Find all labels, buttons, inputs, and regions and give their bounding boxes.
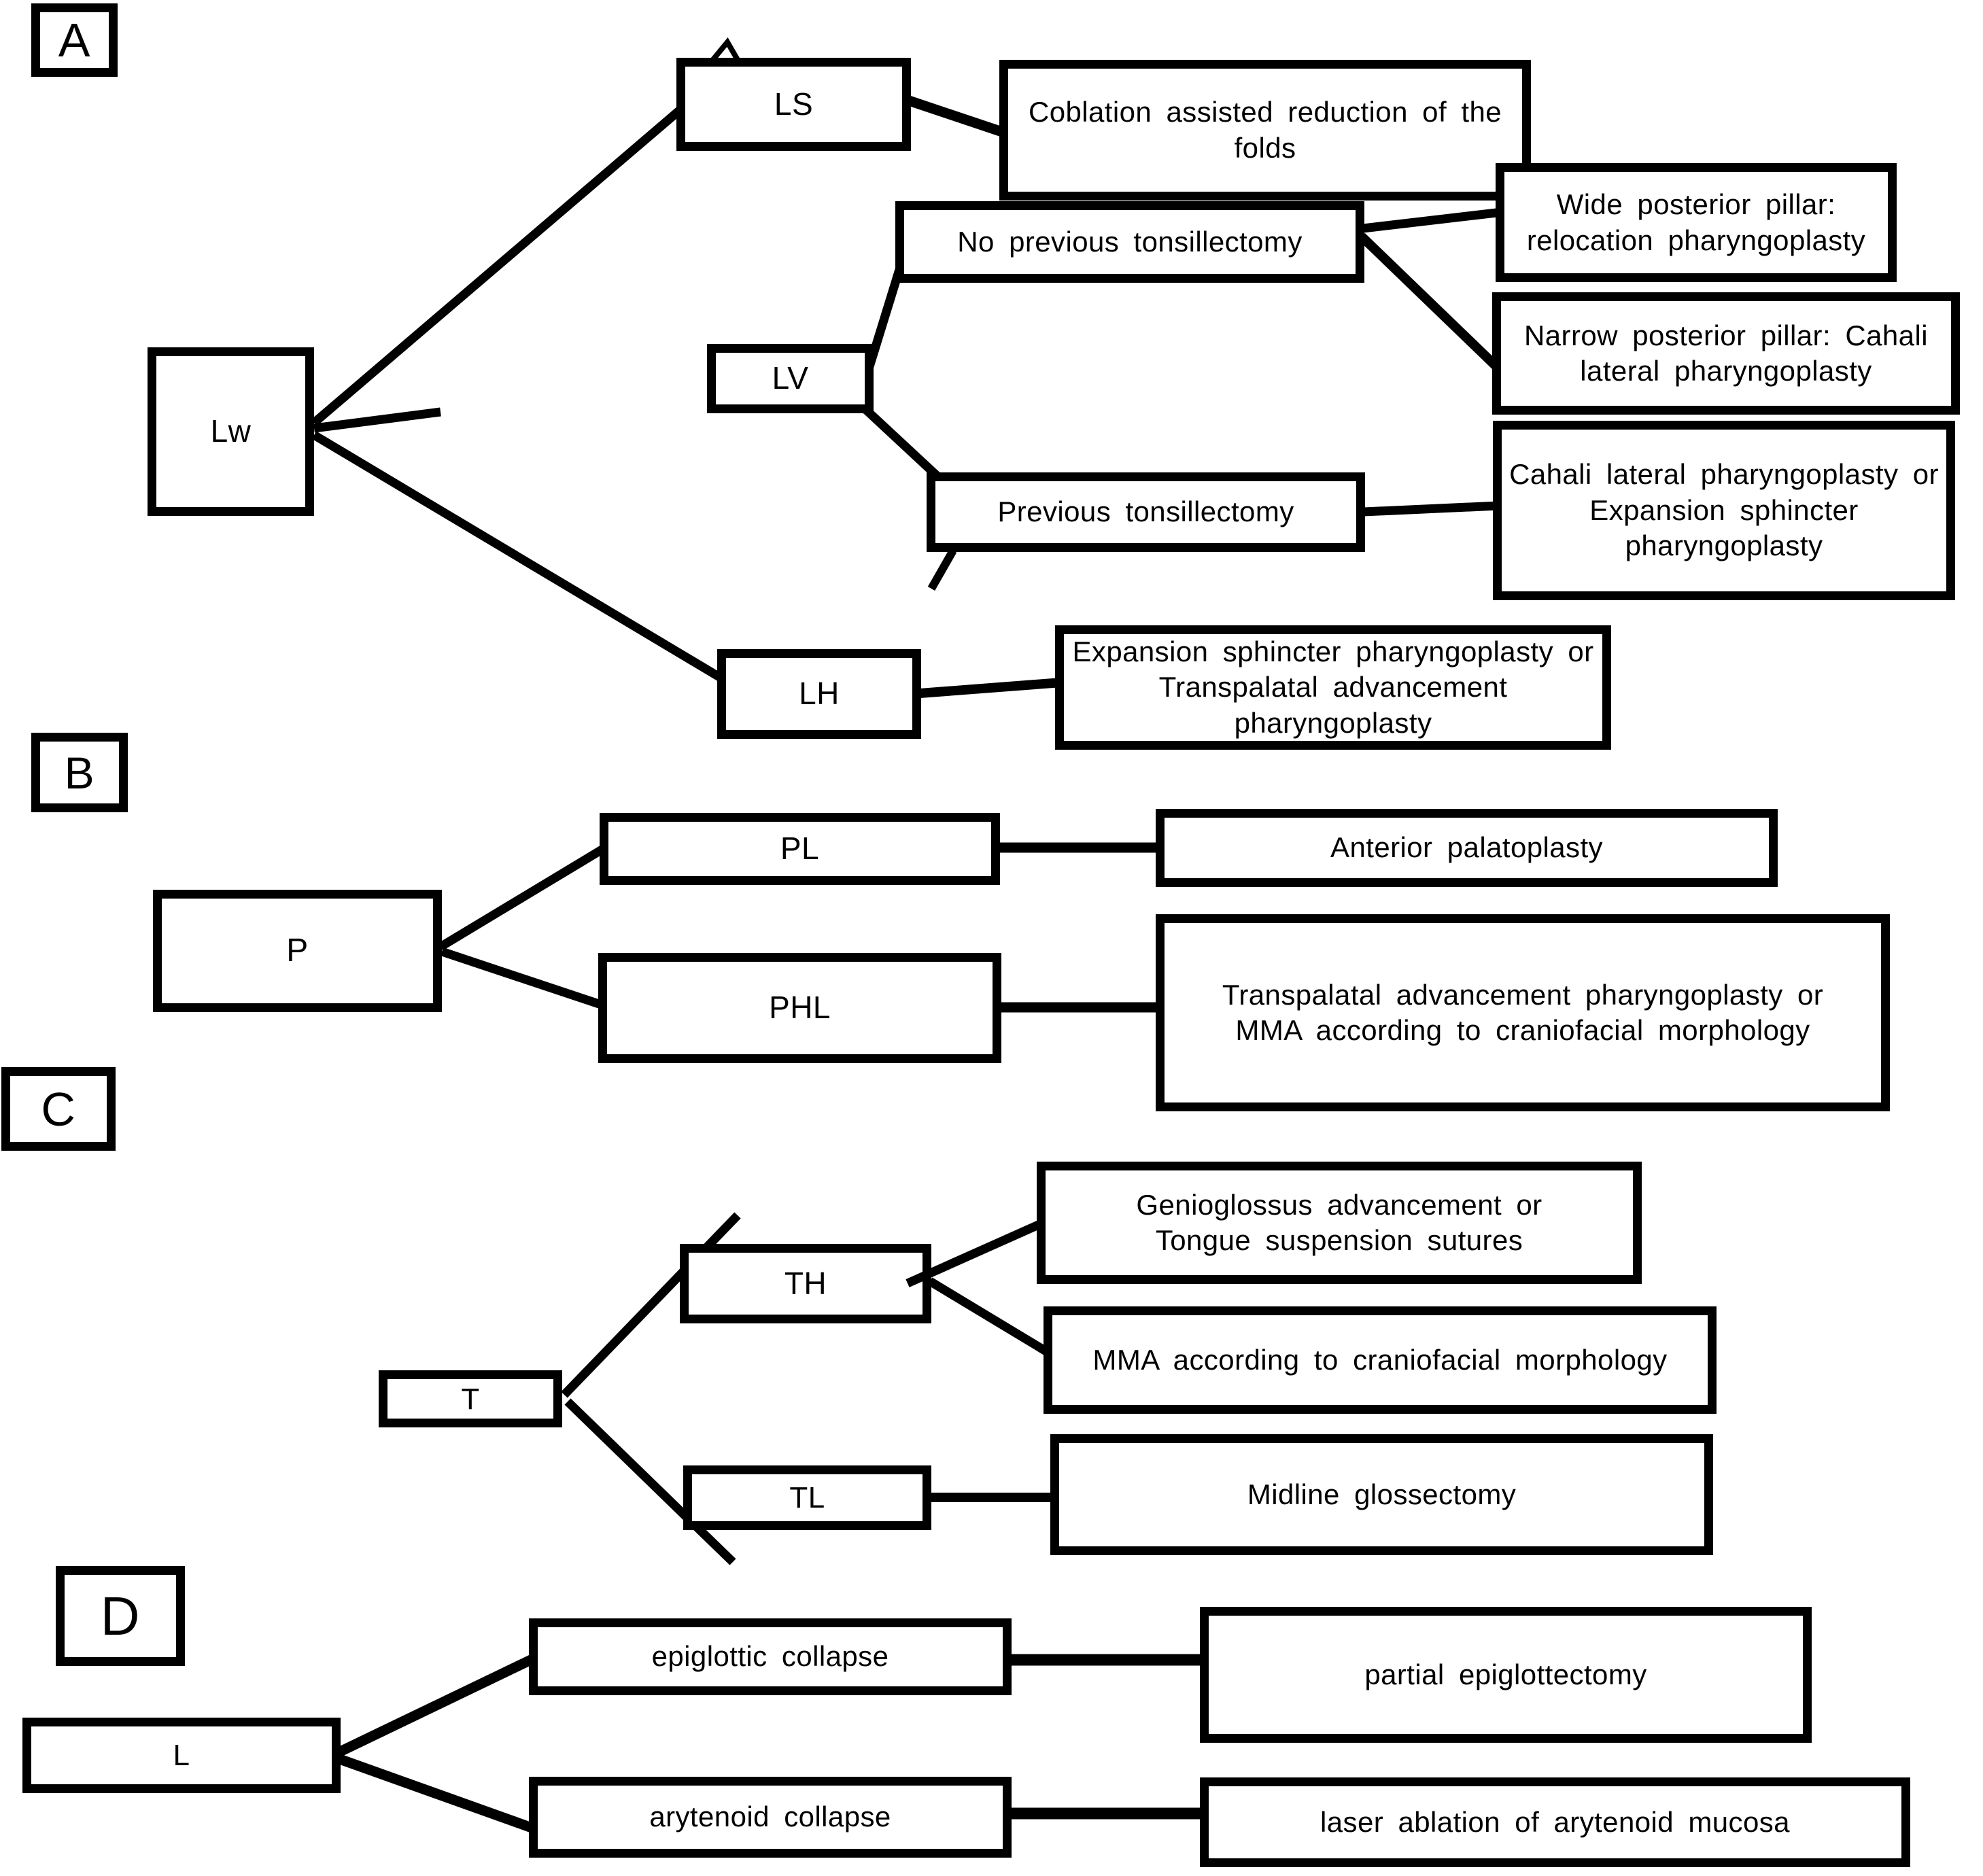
node-tl: TL bbox=[683, 1465, 931, 1530]
node-narrow-posterior-pillar: Narrow posterior pillar: Cahali lateral … bbox=[1492, 292, 1960, 415]
node-partial-epiglottectomy: partial epiglottectomy bbox=[1200, 1607, 1812, 1743]
edge-lw-lv bbox=[313, 407, 441, 433]
node-pl-label: PL bbox=[780, 831, 820, 867]
node-arytenoid-collapse-text: arytenoid collapse bbox=[649, 1801, 891, 1833]
edge-noprev-wide bbox=[1362, 207, 1503, 233]
node-prev-text: Previous tonsillectomy bbox=[997, 496, 1294, 528]
node-l-label: L bbox=[173, 1739, 190, 1772]
edge-lh-expansion bbox=[919, 678, 1063, 698]
node-th-label: TH bbox=[784, 1265, 827, 1301]
edge-prev-cahali bbox=[1363, 501, 1500, 517]
node-laser-ablation-text: laser ablation of arytenoid mucosa bbox=[1320, 1805, 1790, 1838]
tick-above-ls bbox=[706, 37, 740, 67]
node-mma-craniofacial: MMA according to craniofacial morphology bbox=[1044, 1306, 1717, 1414]
node-tl-label: TL bbox=[789, 1481, 825, 1514]
node-th: TH bbox=[680, 1244, 931, 1323]
node-cahali-or-expansion: Cahali lateral pharyngoplasty or Expansi… bbox=[1493, 421, 1955, 600]
node-phl-label: PHL bbox=[769, 990, 831, 1026]
node-lw-label: Lw bbox=[210, 413, 252, 449]
edge-noprev-narrow bbox=[1358, 232, 1500, 371]
tick-below-prev bbox=[927, 549, 957, 591]
node-transpalatal-or-mma: Transpalatal advancement pharyngoplasty … bbox=[1156, 914, 1890, 1111]
node-genioglossus-or-suspension: Genioglossus advancement or Tongue suspe… bbox=[1037, 1162, 1642, 1284]
panel-d-label: D bbox=[56, 1566, 185, 1666]
node-lw: Lw bbox=[148, 347, 314, 516]
edge-p-pl bbox=[438, 843, 609, 951]
node-lh: LH bbox=[717, 649, 921, 739]
node-ls-label: LS bbox=[774, 86, 814, 122]
node-laser-ablation: laser ablation of arytenoid mucosa bbox=[1200, 1777, 1910, 1867]
edge-l-epiglottic bbox=[333, 1654, 536, 1758]
node-mma-craniofacial-text: MMA according to craniofacial morphology bbox=[1092, 1343, 1668, 1376]
node-coblation-text: Coblation assisted reduction of the fold… bbox=[1028, 96, 1502, 164]
panel-c-label: C bbox=[1, 1067, 116, 1151]
node-wide-posterior-pillar: Wide posterior pillar: relocation pharyn… bbox=[1496, 163, 1897, 282]
panel-a-letter: A bbox=[58, 14, 91, 67]
node-lv: LV bbox=[707, 344, 874, 413]
edge-l-arytenoid bbox=[334, 1752, 536, 1834]
node-midline-glossectomy-text: Midline glossectomy bbox=[1247, 1478, 1517, 1510]
node-ls: LS bbox=[676, 58, 911, 151]
node-midline-glossectomy: Midline glossectomy bbox=[1050, 1434, 1713, 1555]
node-genioglossus-text: Genioglossus advancement or Tongue suspe… bbox=[1136, 1188, 1542, 1257]
node-narrow-pillar-text: Narrow posterior pillar: Cahali lateral … bbox=[1524, 319, 1928, 387]
node-phl: PHL bbox=[598, 953, 1001, 1063]
node-arytenoid-collapse: arytenoid collapse bbox=[529, 1777, 1012, 1858]
node-wide-pillar-text: Wide posterior pillar: relocation pharyn… bbox=[1526, 188, 1866, 256]
node-no-prev-text: No previous tonsillectomy bbox=[957, 225, 1303, 258]
node-coblation-reduction: Coblation assisted reduction of the fold… bbox=[999, 60, 1531, 201]
edge-ls-coblation bbox=[907, 95, 1008, 139]
node-l: L bbox=[22, 1718, 341, 1793]
edge-lw-lh bbox=[311, 431, 744, 694]
node-expansion-or-transpalatal-text: Expansion sphincter pharyngoplasty or Tr… bbox=[1072, 635, 1594, 739]
node-t-label: T bbox=[461, 1382, 480, 1416]
edge-lw-ls bbox=[311, 107, 683, 426]
node-p-label: P bbox=[286, 933, 309, 969]
node-anterior-palatoplasty-text: Anterior palatoplasty bbox=[1330, 831, 1603, 864]
panel-b-label: B bbox=[31, 733, 128, 812]
panel-c-letter: C bbox=[41, 1082, 76, 1136]
node-lv-label: LV bbox=[772, 360, 809, 396]
node-t: T bbox=[379, 1370, 562, 1427]
edge-th-mma bbox=[927, 1277, 1058, 1361]
node-anterior-palatoplasty: Anterior palatoplasty bbox=[1156, 809, 1778, 887]
node-epiglottic-collapse: epiglottic collapse bbox=[529, 1618, 1012, 1695]
node-transpalatal-or-mma-text: Transpalatal advancement pharyngoplasty … bbox=[1222, 978, 1824, 1047]
edge-t-tl bbox=[564, 1398, 736, 1565]
node-no-previous-tonsillectomy: No previous tonsillectomy bbox=[895, 201, 1364, 283]
panel-a-label: A bbox=[31, 3, 118, 77]
node-lh-label: LH bbox=[799, 676, 840, 712]
node-p: P bbox=[153, 890, 442, 1012]
node-pl: PL bbox=[600, 813, 1000, 885]
node-partial-epiglottectomy-text: partial epiglottectomy bbox=[1364, 1658, 1647, 1690]
panel-b-letter: B bbox=[64, 747, 95, 798]
node-cahali-or-expansion-text: Cahali lateral pharyngoplasty or Expansi… bbox=[1509, 458, 1939, 562]
node-expansion-or-transpalatal: Expansion sphincter pharyngoplasty or Tr… bbox=[1055, 625, 1611, 750]
panel-d-letter: D bbox=[100, 1585, 141, 1646]
edge-p-phl bbox=[440, 947, 607, 1011]
node-previous-tonsillectomy: Previous tonsillectomy bbox=[927, 472, 1365, 552]
node-epiglottic-collapse-text: epiglottic collapse bbox=[651, 1640, 889, 1673]
